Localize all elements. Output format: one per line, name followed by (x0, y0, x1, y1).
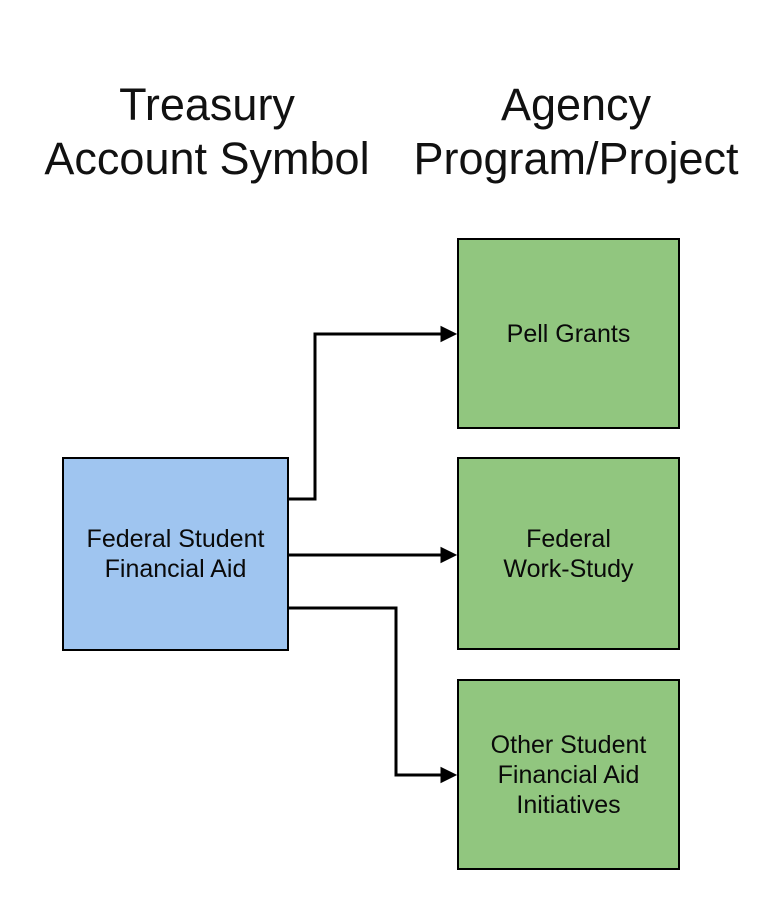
connector-to-pell-grants (289, 332, 441, 501)
arrowhead-pell-grants (440, 325, 458, 343)
column-header-agency-program-project: Agency Program/Project (413, 79, 739, 184)
connector-to-other-initiatives (289, 606, 441, 777)
node-federal-student-financial-aid: Federal Student Financial Aid (62, 457, 289, 651)
node-pell-grants: Pell Grants (457, 238, 680, 429)
arrowhead-other-initiatives (440, 766, 458, 784)
column-header-treasury-account-symbol: Treasury Account Symbol (44, 79, 370, 184)
node-other-student-financial-aid-initiatives: Other Student Financial Aid Initiatives (457, 679, 680, 870)
arrowhead-federal-work-study (440, 546, 458, 564)
node-federal-work-study: Federal Work-Study (457, 457, 680, 650)
